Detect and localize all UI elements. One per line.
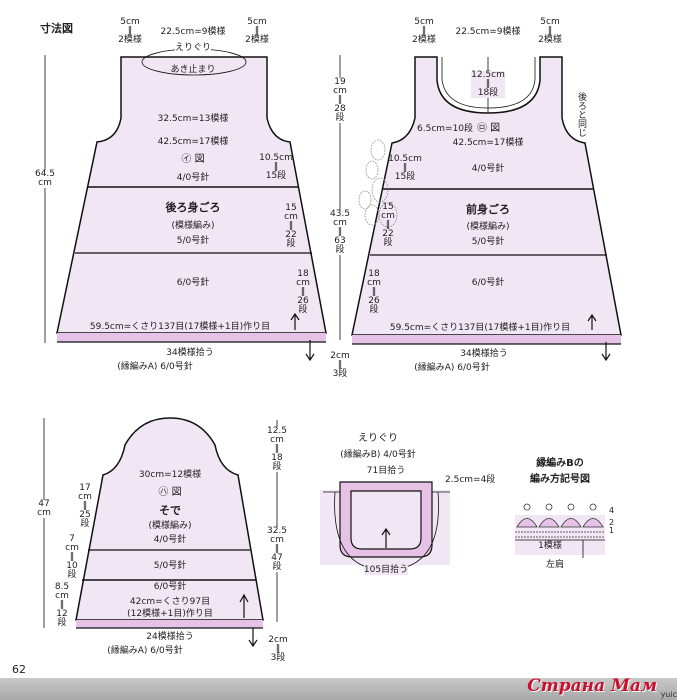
front-piece-name: 前身ごろ — [466, 203, 510, 216]
front-neck-width: 22.5cm=9模様 — [455, 27, 521, 37]
neckband-top-pickup: 71目拾う — [366, 466, 406, 476]
front-chest-width: 42.5cm=17模様 — [452, 138, 524, 148]
neckband-band — [339, 481, 433, 558]
front-armhole-depth: 6.5cm=10段 — [417, 124, 474, 134]
sleeve-body-height: 32.5 cm ‖ 47 段 — [266, 526, 288, 572]
back-needle-3: 6/0号針 — [176, 278, 210, 288]
front-hem-width: 59.5cm=くさり137目(17模様+1目)作り目 — [389, 323, 571, 333]
front-figure-label: ㋺ 図 — [477, 123, 501, 134]
sleeve-edging: (縁編みA) 6/0号針 — [107, 646, 183, 656]
same-as-back-note: 後ろと同じ — [576, 92, 586, 137]
back-opening-end: あき止まり — [170, 65, 216, 75]
sleeve-top-width: 30cm=12模様 — [138, 470, 202, 480]
front-edging: (縁編みA) 6/0号針 — [414, 363, 490, 373]
sleeve-piece — [75, 417, 264, 621]
front-needle-2: 5/0号針 — [471, 237, 505, 247]
sleeve-needle-3: 6/0号針 — [153, 582, 187, 592]
sleeve-pattern: (模様編み) — [148, 521, 192, 531]
back-needle-2: 5/0号針 — [176, 236, 210, 246]
neckband-subtitle: (縁編みB) 4/0号針 — [340, 450, 416, 460]
back-needle-1: 4/0号針 — [176, 173, 210, 183]
front-side-2: 15 cm ‖ 22 段 — [381, 202, 395, 248]
front-side-1: 10.5cm ‖ 15段 — [388, 154, 422, 182]
back-side-1: 10.5cm ‖ 15段 — [259, 153, 293, 181]
back-edging: (縁編みA) 6/0号針 — [117, 362, 193, 372]
back-pickup: 34模様拾う — [166, 348, 214, 358]
sleeve-pickup: 24模様拾う — [146, 632, 194, 642]
edging-row-1: 1 — [609, 526, 615, 535]
sleeve-edging-strip — [76, 620, 263, 628]
back-figure-label: ㋑ 図 — [181, 154, 205, 165]
watermark-logo: Страна Мам — [527, 676, 657, 696]
sleeve-needle-1: 4/0号針 — [153, 535, 187, 545]
front-pattern: (模様編み) — [466, 222, 510, 232]
front-pickup: 34模様拾う — [460, 349, 508, 359]
back-hem-width: 59.5cm=くさり137目(17模様+1目)作り目 — [89, 322, 271, 332]
page-number: 62 — [12, 663, 26, 676]
back-chest-width: 42.5cm=17模様 — [157, 137, 229, 147]
edging-row-4: 4 — [609, 506, 615, 515]
back-pattern: (模様編み) — [171, 221, 215, 231]
front-edging-strip — [352, 335, 621, 344]
back-side-2: 15 cm ‖ 22 段 — [284, 203, 298, 249]
edging-row-2: 2 — [609, 518, 615, 527]
sleeve-side-1: 17 cm ‖ 25 段 — [78, 483, 92, 529]
back-piece-name: 後ろ身ごろ — [165, 201, 221, 214]
front-neck-depth: 12.5cm ‖ 18段 — [471, 70, 505, 98]
sleeve-cap-height: 12.5 cm ‖ 18 段 — [266, 426, 288, 472]
body-height: 43.5 cm ‖ 63 段 — [329, 209, 351, 255]
page-title: 寸法図 — [40, 22, 73, 35]
sleeve-side-2: 7 cm ‖ 10 段 — [65, 534, 79, 580]
sleeve-side-3: 8.5 cm ‖ 12 段 — [54, 582, 70, 628]
edging-repeat-label: 1模様 — [538, 541, 562, 551]
yoke-height: 19 cm ‖ 28 段 — [333, 77, 347, 123]
front-body-piece — [351, 56, 622, 336]
back-neckline-label: えりぐり — [174, 43, 212, 53]
back-body-piece — [56, 56, 327, 334]
front-shoulder-left: 5cm ‖ 2模様 — [412, 17, 436, 45]
flower-motif-decoration — [358, 139, 398, 228]
edging-left-shoulder: 左肩 — [545, 560, 565, 570]
front-shoulder-right: 5cm ‖ 2模様 — [538, 17, 562, 45]
back-edging-strip — [57, 333, 326, 342]
neckband-bottom-pickup: 105目拾う — [363, 565, 409, 575]
back-shoulder-left: 5cm ‖ 2模様 — [118, 17, 142, 45]
sleeve-needle-2: 5/0号針 — [153, 561, 187, 571]
back-shoulder-right: 5cm ‖ 2模様 — [245, 17, 269, 45]
sleeve-edge-height: 2cm ‖ 3段 — [268, 635, 288, 663]
edging-chart-symbols — [515, 503, 605, 558]
sleeve-piece-name: そで — [159, 504, 181, 517]
back-armhole-width: 32.5cm=13模様 — [157, 114, 229, 124]
watermark-suffix: yuic — [660, 690, 677, 699]
edge-height: 2cm ‖ 3段 — [330, 351, 350, 379]
sleeve-hem-width-1: 42cm=くさり97目 — [129, 597, 211, 607]
sleeve-figure-label: ㋩ 図 — [158, 487, 182, 498]
back-neck-width: 22.5cm=9模様 — [160, 27, 226, 37]
sleeve-hem-width-2: (12模様+1目)作り目 — [127, 609, 213, 619]
front-needle-1: 4/0号針 — [471, 164, 505, 174]
edging-chart-title-2: 編み方記号図 — [530, 474, 590, 485]
back-side-3: 18 cm ‖ 26 段 — [296, 269, 310, 315]
edging-chart-title-1: 縁編みBの — [536, 458, 584, 469]
front-side-3: 18 cm ‖ 26 段 — [367, 269, 381, 315]
neckband-depth: 2.5cm=4段 — [445, 475, 496, 485]
neckband-title: えりぐり — [358, 433, 398, 444]
front-needle-3: 6/0号針 — [471, 278, 505, 288]
sleeve-total-height: 47 cm — [37, 499, 51, 518]
footer-bar — [0, 678, 677, 700]
back-total-height: 64.5 cm — [34, 169, 56, 188]
